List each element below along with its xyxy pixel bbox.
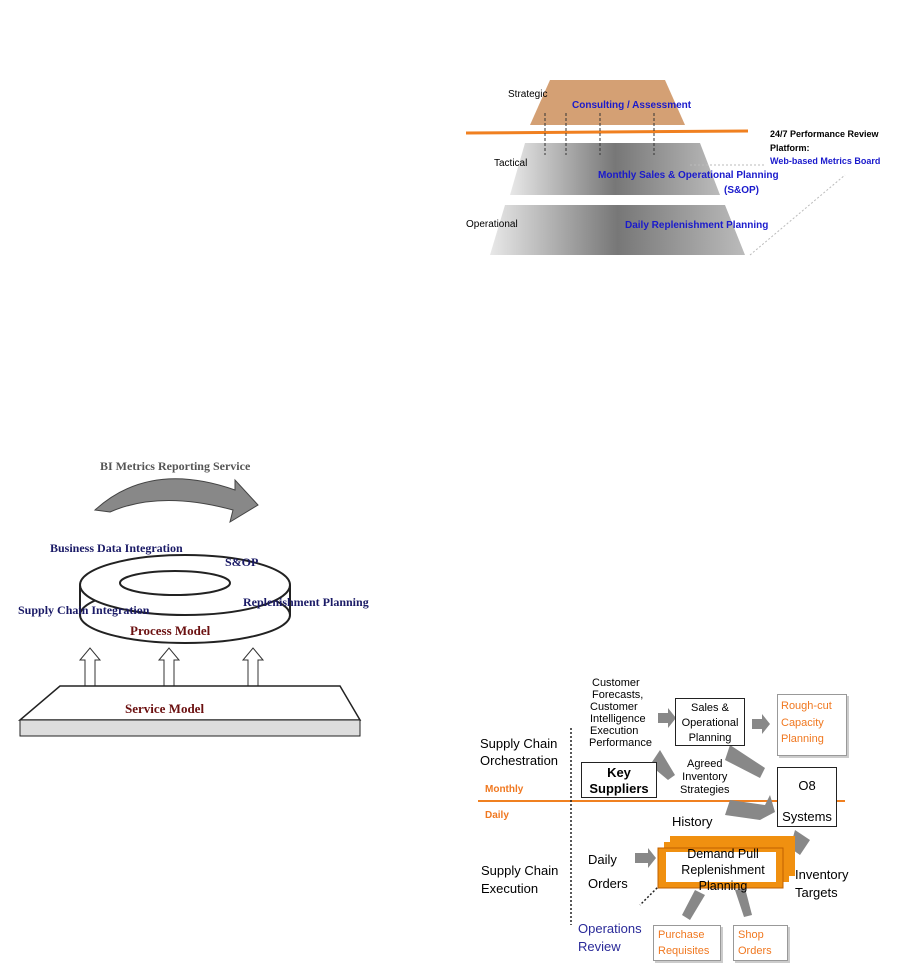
rough-cut-line: Capacity [781,716,824,729]
inner-ring [119,570,231,596]
orchestration-label: Supply Chain [480,736,558,751]
consulting-label: Consulting / Assessment [572,100,692,111]
history-label: History [672,814,713,829]
platform-label-2: Platform: [770,143,810,153]
daily-orders-line: Daily [588,852,617,867]
demand-pull-line: Demand Pull [687,847,759,861]
operational-tier [490,205,745,255]
operations-review-line: Operations [578,921,642,936]
curved-arrow [93,478,259,524]
web-board-label: Web-based Metrics Board [770,156,881,166]
sop-abbr-label: (S&OP) [724,185,759,196]
input-line: Customer [590,701,638,713]
bi-service-label: BI Metrics Reporting Service [100,459,251,473]
o8-label: O8 [798,778,816,793]
key-suppliers-line: Key [607,765,631,780]
replenishment-label: Replenishment Planning [243,595,369,609]
key-suppliers-line: Suppliers [589,781,649,796]
tactical-label: Tactical [494,158,528,169]
platform-label-1: 24/7 Performance Review [770,129,879,139]
daily-label: Daily [485,810,509,821]
business-data-label: Business Data Integration [50,541,183,555]
inventory-targets-line: Inventory [795,867,849,882]
process-model-label: Process Model [130,623,211,638]
agreed-line: Strategies [680,784,730,796]
daily-replenishment-label: Daily Replenishment Planning [625,220,769,231]
execution-label: Execution [481,881,539,896]
sop-line: Operational [681,717,739,729]
divider-line [465,129,749,135]
monthly-sop-label: Monthly Sales & Operational Planning [598,170,779,181]
sop-line: Sales & [691,702,729,714]
demand-pull-line: Replenishment [681,863,765,877]
orchestration-label: Orchestration [480,753,559,768]
input-line: Performance [589,737,652,749]
execution-label: Supply Chain [481,863,559,878]
monthly-label: Monthly [485,784,524,795]
shop-line: Shop [738,929,764,941]
demand-pull-line: Planning [698,879,748,893]
strategic-label: Strategic [508,89,548,100]
agreed-line: Agreed [687,758,723,770]
tactical-tier [510,143,720,195]
input-line: Forecasts, [592,689,644,701]
supply-chain-integration-label: Supply Chain Integration [18,603,150,617]
input-line: Intelligence [590,713,646,725]
sop-label: S&OP [225,555,259,569]
agreed-line: Inventory [682,771,728,783]
systems-label: Systems [782,809,832,824]
sop-line: Planning [688,732,732,744]
input-line: Execution [590,725,639,737]
purchase-line: Requisites [658,945,710,957]
strategic-tier [530,80,685,125]
rough-cut-line: Planning [781,733,824,745]
purchase-line: Purchase [658,929,705,941]
service-model-label: Service Model [125,701,205,716]
rough-cut-line: Rough-cut [781,700,832,712]
inventory-targets-line: Targets [795,885,838,900]
operations-review-line: Review [578,939,621,954]
daily-orders-line: Orders [588,876,628,891]
operational-label: Operational [466,219,518,230]
input-line: Customer [592,677,640,689]
shop-line: Orders [738,945,772,957]
